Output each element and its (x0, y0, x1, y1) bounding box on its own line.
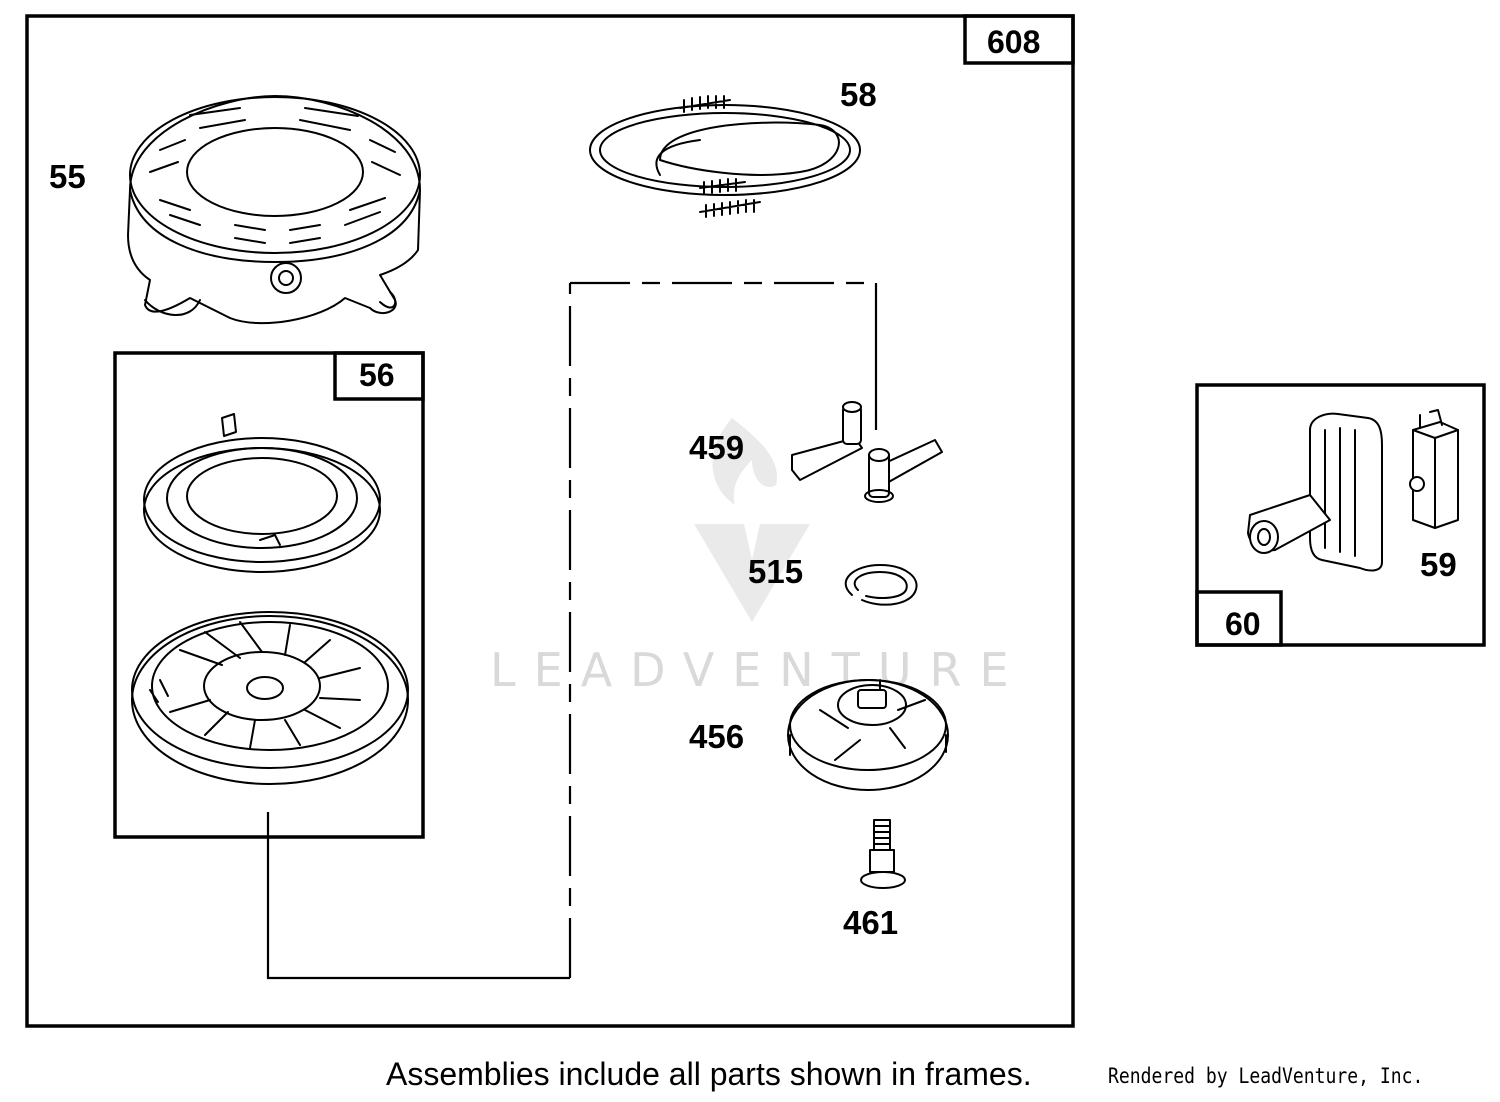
callout-59: 59 (1420, 546, 1457, 583)
pawl-retainer-icon (787, 679, 949, 791)
frame-608 (25, 14, 1075, 1028)
starter-rope-icon (589, 95, 861, 218)
rendered-by-credit: Rendered by LeadVenture, Inc. (1108, 1064, 1424, 1088)
frame-60-number: 60 (1225, 606, 1261, 642)
screw-icon (860, 819, 906, 889)
starter-handle-icon (1247, 412, 1383, 572)
assemblies-note: Assemblies include all parts shown in fr… (386, 1056, 1032, 1092)
callout-459: 459 (689, 429, 744, 466)
frame-60-label-box (1195, 590, 1283, 647)
pawl-icon (791, 401, 943, 503)
watermark-text: LEADVENTURE (490, 643, 1027, 697)
watermark-logo-icon (694, 418, 810, 622)
frame-56-number: 56 (359, 357, 395, 393)
callout-456: 456 (689, 718, 744, 755)
callout-515: 515 (748, 553, 803, 590)
callout-58: 58 (840, 76, 877, 113)
starter-housing-icon (127, 95, 421, 325)
leader-line-56 (266, 812, 570, 980)
callout-55: 55 (49, 158, 86, 195)
frame-608-number: 608 (987, 24, 1040, 60)
retainer-ring-icon (844, 564, 918, 606)
callout-461: 461 (843, 904, 898, 941)
frame-56-label-box (333, 351, 425, 401)
rope-insert-icon (1409, 409, 1459, 529)
frame-608-label-box (963, 14, 1075, 65)
starter-pulley-icon (131, 611, 409, 785)
rewind-spring-icon (143, 413, 381, 573)
frame-60 (1195, 383, 1486, 647)
